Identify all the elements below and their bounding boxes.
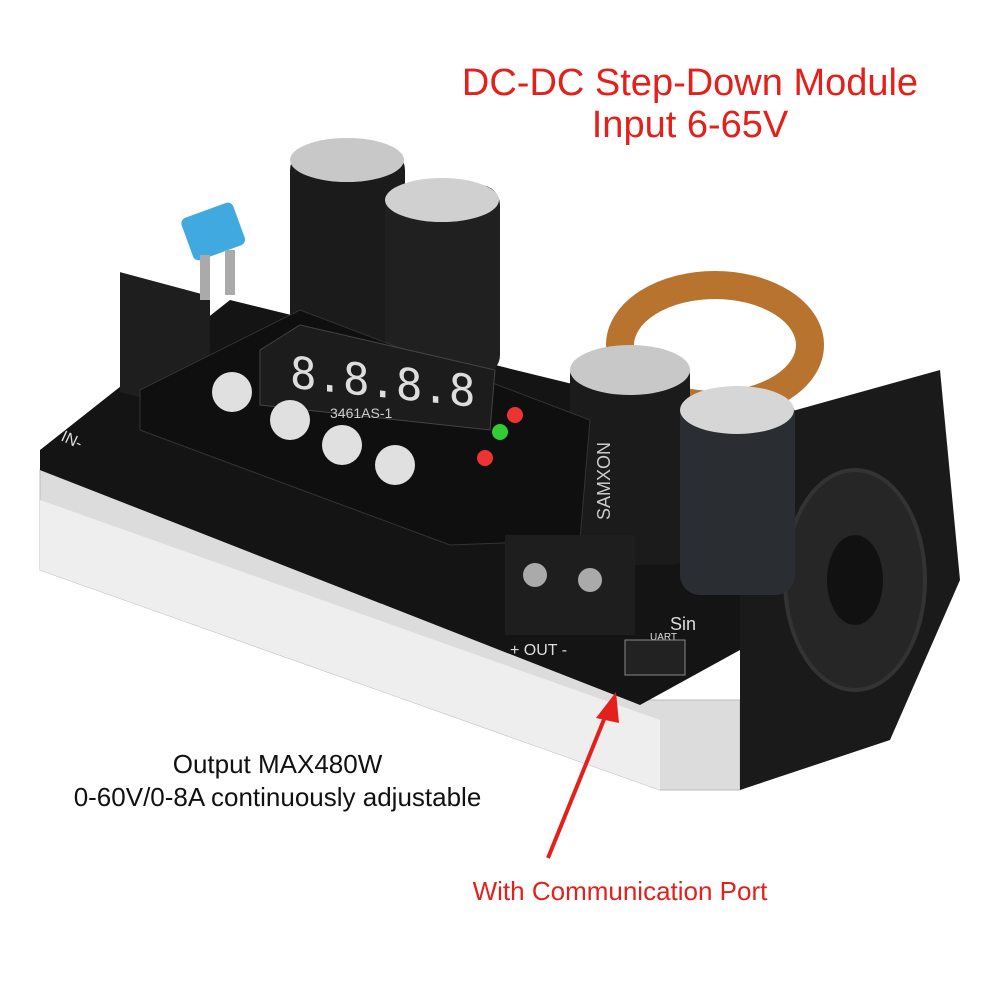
headline-title: DC-DC Step-Down Module (461, 62, 919, 104)
output-spec: Output MAX480W 0-60V/0-8A continuously a… (0, 748, 555, 814)
output-power: Output MAX480W (172, 749, 383, 779)
capacitor (385, 178, 500, 375)
arrow-icon (546, 692, 619, 859)
display-model: 3461AS-1 (330, 405, 392, 421)
headline-input: Input 6-65V (591, 104, 789, 146)
output-terminal (505, 535, 635, 635)
fuse (181, 202, 246, 261)
capacitor: SAMXON (570, 345, 690, 565)
port-callout: With Communication Port (472, 876, 768, 906)
output-range: 0-60V/0-8A continuously adjustable (73, 782, 482, 812)
capacitor-brand: SAMXON (594, 442, 614, 520)
led-display (259, 324, 496, 431)
capacitor (290, 138, 405, 340)
communication-port (624, 639, 686, 676)
capacitor (680, 386, 795, 595)
headline: DC-DC Step-Down Module Input 6-65V (390, 62, 990, 146)
push-buttons (212, 372, 415, 485)
uart-label: UART (650, 632, 677, 643)
output-label: + OUT - (510, 642, 567, 659)
sin-label: Sin (670, 614, 696, 634)
